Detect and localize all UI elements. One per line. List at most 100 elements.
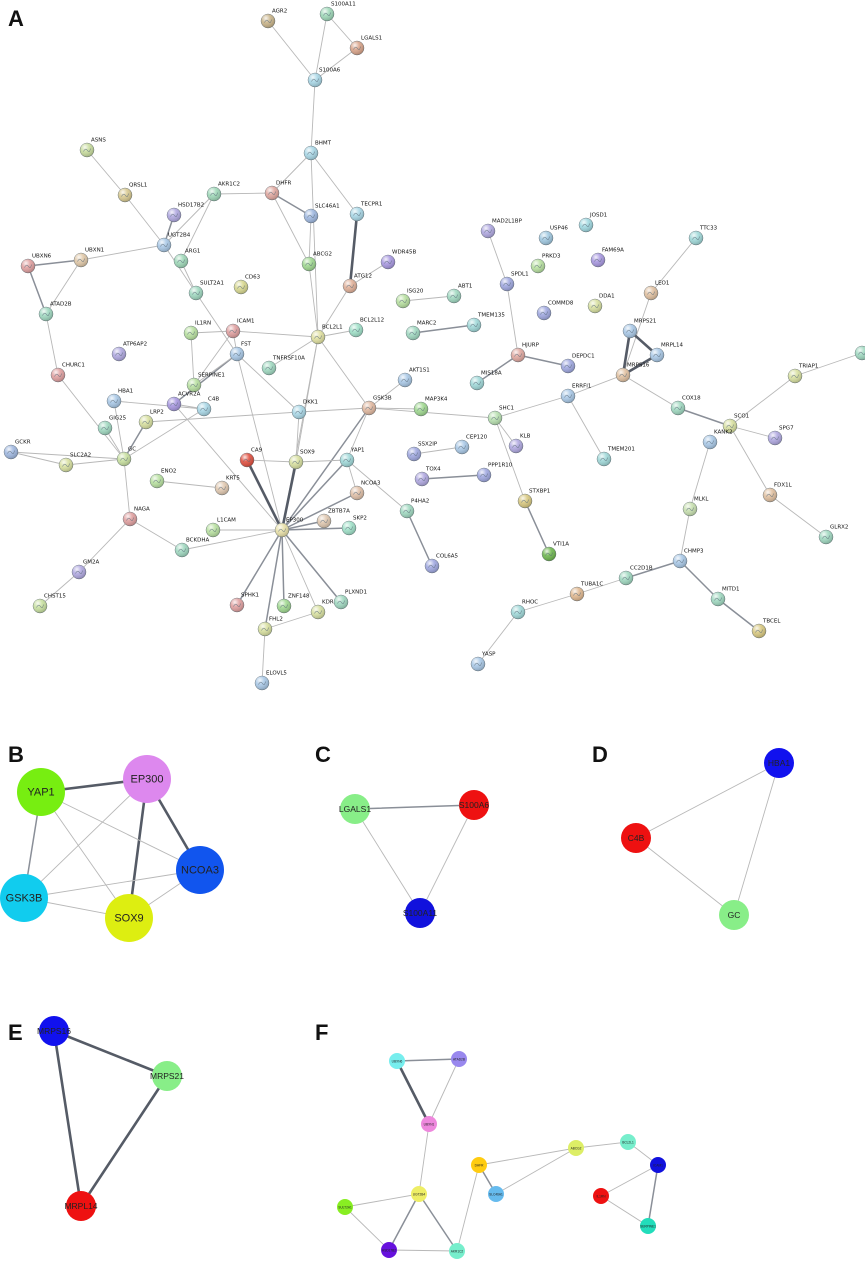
node-a-eno2[interactable]: ENO2 [149, 469, 176, 489]
node-d-hba1[interactable]: HBA1 [764, 748, 794, 778]
node-b-gsk3b[interactable]: GSK3B [0, 874, 48, 922]
node-a-ep300[interactable]: EP300 [274, 518, 304, 538]
node-a-gm2a[interactable]: GM2A [71, 560, 100, 580]
node-a-shc1[interactable]: SHC1 [487, 406, 514, 426]
node-f-serpine1[interactable]: SERPINE1 [640, 1218, 656, 1234]
node-a-tnfrsf10a[interactable]: TNFRSF10A [261, 356, 305, 376]
node-a-krt5[interactable]: KRT5 [214, 476, 240, 496]
node-a-p4ha2[interactable]: P4HA2 [399, 499, 429, 519]
node-a-sco1[interactable]: SCO1 [722, 414, 749, 434]
node-f-il1rn[interactable]: IL1RN [593, 1188, 609, 1204]
node-a-tecpr1[interactable]: TECPR1 [349, 202, 382, 222]
node-a-lgals1[interactable]: LGALS1 [349, 36, 382, 56]
node-c-s100a11[interactable]: S100A11 [403, 898, 438, 928]
node-a-mis18a[interactable]: MIS18A [469, 371, 502, 391]
node-a-leo1[interactable]: LEO1 [643, 281, 669, 301]
node-a-mlkl[interactable]: MLKL [682, 497, 709, 517]
node-a-akt1s1[interactable]: AKT1S1 [397, 368, 430, 388]
node-a-fhl2[interactable]: FHL2 [257, 617, 283, 637]
node-a-zbtb7a[interactable]: ZBTB7A [316, 509, 350, 529]
node-a-skp2[interactable]: SKP2 [341, 516, 367, 536]
node-a-abt1[interactable]: ABT1 [446, 284, 472, 304]
node-f-akr1c2[interactable]: AKR1C2 [449, 1243, 465, 1259]
node-a-atg12[interactable]: ATG12 [342, 274, 372, 294]
node-a-abcg2[interactable]: ABCG2 [301, 252, 332, 272]
node-f-bcl2l1[interactable]: BCL2L1 [620, 1134, 636, 1150]
node-a-cep120[interactable]: CEP120 [454, 435, 488, 455]
node-a-mrps21[interactable]: MRPS21 [622, 319, 656, 339]
node-a-marc2[interactable]: MARC2 [405, 321, 436, 341]
node-b-yap1[interactable]: YAP1 [17, 768, 65, 816]
node-a-ttc33[interactable]: TTC33 [688, 226, 718, 246]
node-e-mrps16[interactable]: MRPS16 [37, 1016, 71, 1046]
node-a-mitd1[interactable]: MITD1 [710, 587, 739, 607]
node-a-bhmt[interactable]: BHMT [303, 141, 332, 161]
node-a-slc2a2[interactable]: SLC2A2 [58, 453, 91, 473]
node-a-tuba1c[interactable]: TUBA1C [569, 582, 603, 602]
node-d-gc[interactable]: GC [719, 900, 749, 930]
node-a-plxnd1[interactable]: PLXND1 [333, 590, 367, 610]
node-a-isg20[interactable]: ISG20 [395, 289, 424, 309]
node-a-atp6ap2[interactable]: ATP6AP2 [111, 342, 147, 362]
node-a-gsk3b[interactable]: GSK3B [361, 396, 392, 416]
node-a-cox18[interactable]: COX18 [670, 396, 701, 416]
node-a-cd63[interactable]: CD63 [233, 275, 261, 295]
node-f-sult2a1[interactable]: SULT2A1 [337, 1199, 353, 1215]
node-a-gig25[interactable]: GIG25 [97, 416, 127, 436]
node-a-errfi1[interactable]: ERRFI1 [560, 384, 591, 404]
node-a-hjurp[interactable]: HJURP [510, 343, 540, 363]
node-a-qrsl1[interactable]: QRSL1 [117, 183, 147, 203]
node-a-serpine1[interactable]: SERPINE1 [186, 373, 225, 393]
node-a-kank2[interactable]: KANK2 [702, 430, 733, 450]
node-a-spdl1[interactable]: SPDL1 [499, 272, 529, 292]
node-a-yasp[interactable]: YASP [470, 652, 496, 672]
node-a-vti1a[interactable]: VTI1A [541, 542, 569, 562]
node-a-sult2a1[interactable]: SULT2A1 [188, 281, 224, 301]
node-d-c4b[interactable]: C4B [621, 823, 651, 853]
node-a-dhfr[interactable]: DHFR [264, 181, 292, 201]
node-a-acvr2a[interactable]: ACVR2A [166, 392, 201, 412]
node-f-abcg2[interactable]: ABCG2 [568, 1140, 584, 1156]
node-a-elovl5[interactable]: ELOVL5 [254, 671, 287, 691]
node-a-commd8[interactable]: COMMD8 [536, 301, 574, 321]
node-f-ubxn1[interactable]: UBXN1 [421, 1116, 437, 1132]
node-a-ugt2b4[interactable]: UGT2B4 [156, 233, 191, 253]
node-a-gckr[interactable]: GCKR [3, 440, 31, 460]
node-a-ca9[interactable]: CA9 [239, 448, 263, 468]
node-a-ssx2ip[interactable]: SSX2IP [406, 442, 438, 462]
node-b-sox9[interactable]: SOX9 [105, 894, 153, 942]
node-f-ugt2b4[interactable]: UGT2B4 [411, 1186, 427, 1202]
node-a-il1rn[interactable]: IL1RN [183, 321, 211, 341]
node-a-bckdha[interactable]: BCKDHA [174, 538, 209, 558]
node-f-ubxn6[interactable]: UBXN6 [389, 1053, 405, 1069]
node-a-hsd17b2[interactable]: HSD17B2 [166, 203, 204, 223]
node-a-ubxn6[interactable]: UBXN6 [20, 254, 52, 274]
node-f-slc46a1[interactable]: SLC46A1 [488, 1186, 504, 1202]
node-a-ubxn1[interactable]: UBXN1 [73, 248, 104, 268]
node-a-fst[interactable]: FST [229, 342, 252, 362]
node-a-c4b[interactable]: C4B [196, 397, 219, 417]
node-a-tbcel[interactable]: TBCEL [751, 619, 781, 639]
node-a-znf148[interactable]: ZNF148 [276, 594, 310, 614]
node-a-bcl2l12[interactable]: BCL2L12 [348, 318, 384, 338]
node-f-dhfr[interactable]: DHFR [471, 1157, 487, 1173]
node-a-asns[interactable]: ASNS [79, 138, 106, 158]
node-a-ppp1r10[interactable]: PPP1R10 [476, 463, 513, 483]
node-a-col6a5[interactable]: COL6A5 [424, 554, 458, 574]
node-a-triap1[interactable]: TRIAP1 [787, 364, 818, 384]
node-a-kdr[interactable]: KDR [310, 600, 334, 620]
node-f-icam1[interactable]: ICAM1 [650, 1157, 666, 1173]
node-a-dda1[interactable]: DDA1 [587, 294, 615, 314]
node-a-cc2d1b[interactable]: CC2D1B [618, 566, 653, 586]
node-a-rhoc[interactable]: RHOC [510, 600, 538, 620]
node-a-prkd3[interactable]: PRKD3 [530, 254, 561, 274]
node-a-yap1[interactable]: YAP1 [339, 448, 365, 468]
node-a-sox9[interactable]: SOX9 [288, 450, 315, 470]
node-a-fdx1l[interactable]: FDX1L [762, 483, 793, 503]
node-a-slc46a1[interactable]: SLC46A1 [303, 204, 340, 224]
node-a-klb[interactable]: KLB [508, 434, 531, 454]
node-a-mad2l1bp[interactable]: MAD2L1BP [480, 219, 523, 239]
node-a-ncoa3[interactable]: NCOA3 [349, 481, 381, 501]
node-e-mrpl14[interactable]: MRPL14 [64, 1191, 98, 1221]
node-a-bcl2l1[interactable]: BCL2L1 [310, 325, 343, 345]
